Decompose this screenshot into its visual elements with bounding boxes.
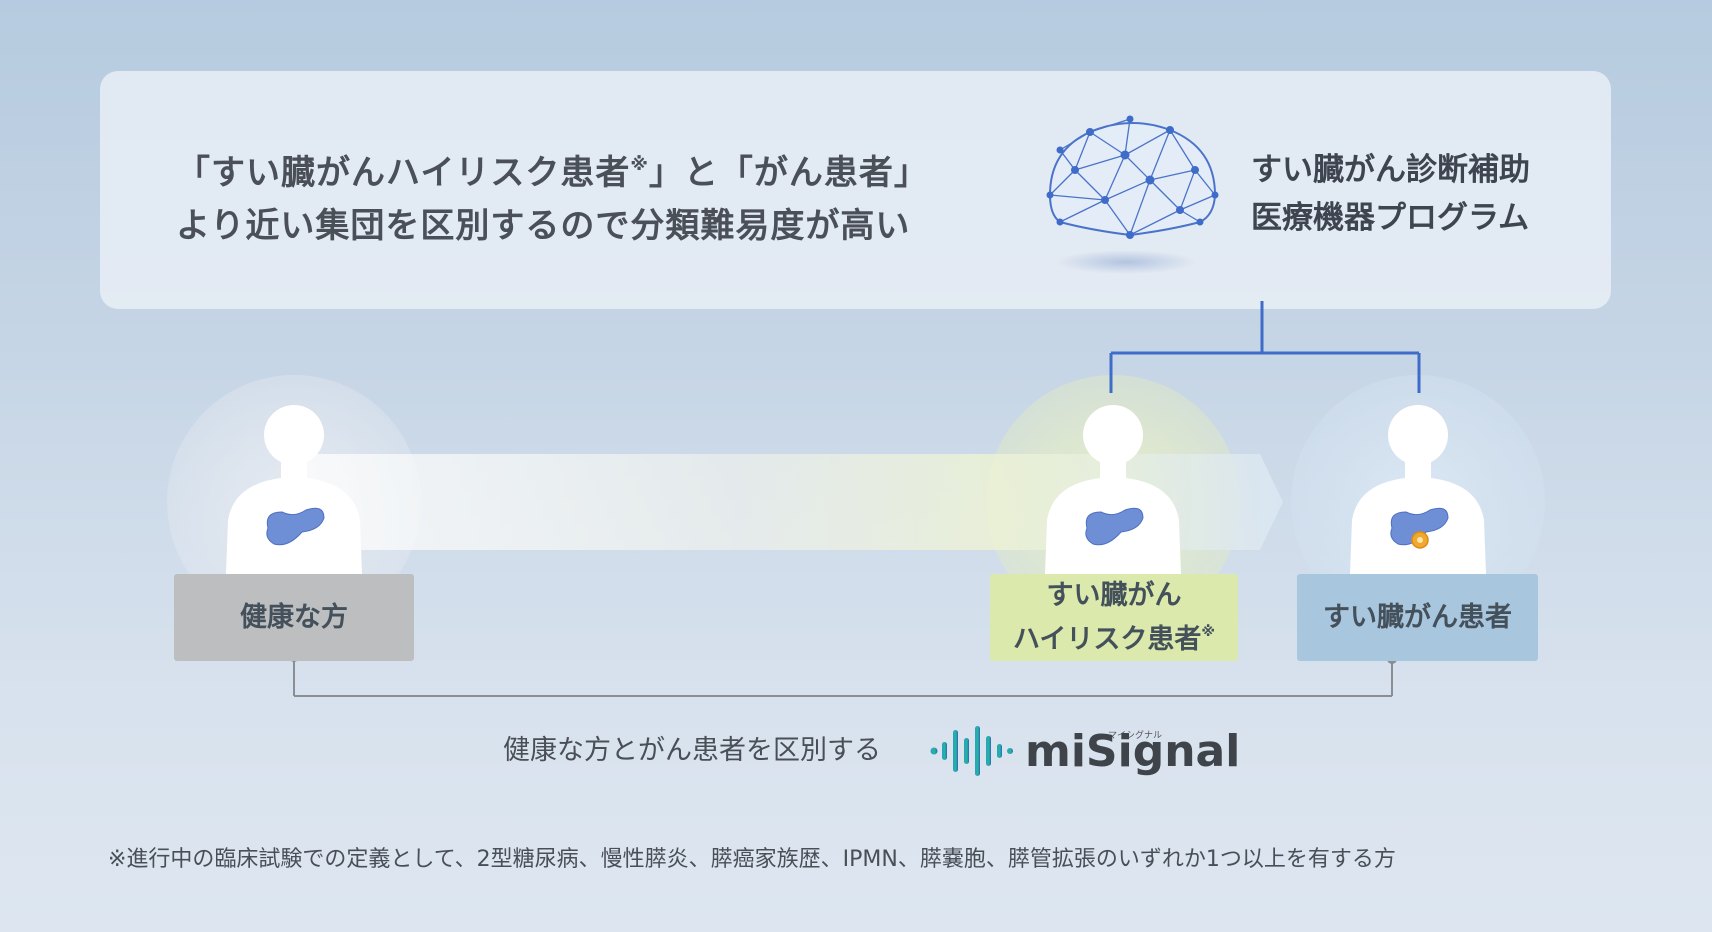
headline-line-2: より近い集団を区別するので分類難易度が高い: [176, 206, 911, 246]
person-healthy-icon: [226, 405, 362, 574]
headline: 「すい臓がんハイリスク患者※」と「がん患者」 より近い集団を区別するので分類難易…: [176, 138, 929, 253]
headline-text-1b: 」と「がん患者」: [648, 153, 929, 193]
group-high-risk-label-2-wrap: ハイリスク患者※: [1013, 614, 1215, 658]
group-patient-label: すい臓がん患者: [1323, 601, 1512, 633]
program-label: すい臓がん診断補助 医療機器プログラム: [1251, 146, 1530, 242]
group-high-risk-label-2: ハイリスク患者: [1012, 623, 1202, 655]
group-high-risk-box: すい臓がん ハイリスク患者※: [990, 574, 1238, 661]
info-panel: [100, 71, 1611, 309]
headline-note-mark: ※: [630, 154, 649, 175]
pancreas-icon: [266, 507, 325, 546]
difficulty-arrow: [300, 454, 1283, 550]
footnote: ※進行中の臨床試験での定義として、2型糖尿病、慢性膵炎、膵癌家族歴、IPMN、膵…: [108, 847, 1396, 872]
misignal-description: 健康な方とがん患者を区別する: [503, 735, 881, 766]
program-label-line-1: すい臓がん診断補助: [1251, 152, 1530, 188]
logo-wordmark: miSignal: [1025, 726, 1241, 777]
group-healthy-label: 健康な方: [240, 601, 348, 633]
program-bracket: [1109, 301, 1421, 393]
signal-bars-logo-icon: [930, 726, 1013, 776]
misignal-bracket: [293, 657, 1393, 697]
group-healthy-box: 健康な方: [174, 574, 414, 661]
group-high-risk-label-1: すい臓がん: [1046, 579, 1182, 611]
person-high-risk-icon: [1045, 405, 1181, 574]
neural-network-brain-icon: [1046, 115, 1219, 274]
pancreas-icon: [1390, 507, 1449, 546]
group-patient-box: すい臓がん患者: [1297, 574, 1538, 661]
group-high-risk-note-mark: ※: [1201, 623, 1216, 640]
logo-ruby: マイシグナル: [1108, 731, 1163, 741]
headline-line-1: 「すい臓がんハイリスク患者※」と「がん患者」: [176, 138, 929, 200]
program-label-line-2: 医療機器プログラム: [1251, 200, 1530, 236]
pancreas-icon: [1085, 507, 1144, 546]
headline-text-1a: 「すい臓がんハイリスク患者: [176, 153, 631, 193]
person-patient-icon: [1350, 405, 1486, 574]
